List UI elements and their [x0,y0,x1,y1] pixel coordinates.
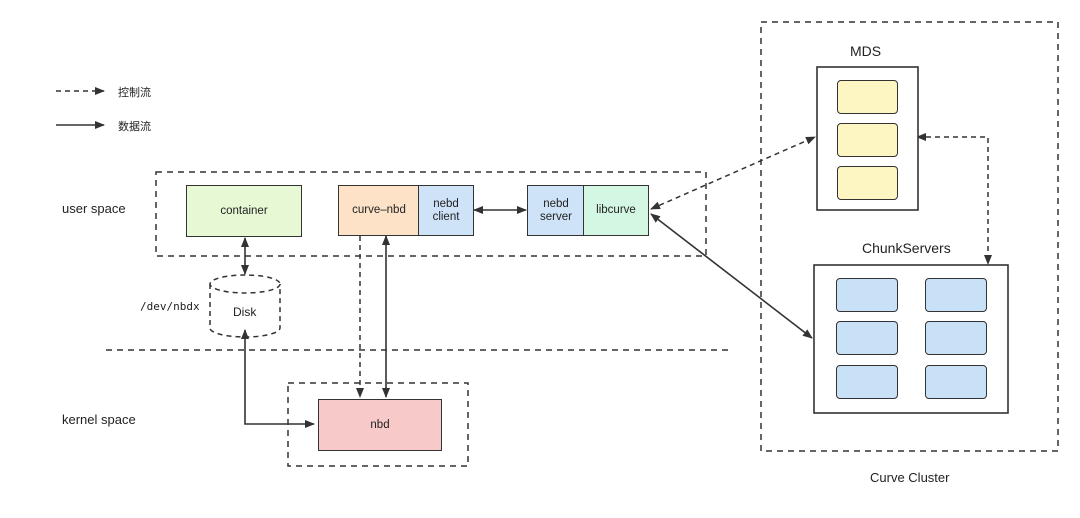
libcurve-mds-arrow [650,136,816,210]
curve-nbd-label: curve–nbd [352,204,406,216]
chunkservers-label: ChunkServers [862,240,951,256]
chunkserver-chip [836,278,898,312]
libcurve-box: libcurve [583,185,649,236]
nebd-server-box: nebd server [527,185,585,236]
user-space-label: user space [62,201,126,216]
mds-chip [837,123,898,157]
dev-nbdx-label: /dev/nbdx [140,300,200,313]
container-box: container [186,185,302,237]
mds-chip [837,80,898,114]
chunkserver-chip [836,321,898,355]
mds-label: MDS [850,43,882,59]
nbd-box: nbd [318,399,442,451]
nebd-server-label-2: server [540,210,572,223]
user-space-region [155,171,707,257]
mds-chip [837,166,898,200]
kernel-space-label: kernel space [62,412,136,427]
chunkserver-chip [925,365,987,399]
chunkserver-chip [925,321,987,355]
chunkserver-chip [925,278,987,312]
legend-control-flow-label: 控制流 [118,87,151,99]
chunkserver-chip [836,365,898,399]
disk-nbd-arrow [241,329,315,428]
legend-data-flow-label: 数据流 [118,121,151,133]
libcurve-label: libcurve [596,204,636,216]
nbd-label: nbd [370,418,390,431]
libcurve-chunkservers-arrow [650,213,813,339]
container-label: container [220,204,268,217]
mds-chunkservers-arrow [916,133,992,265]
disk-label: Disk [233,305,257,319]
nebd-client-label-2: client [432,210,460,223]
nebd-server-label-1: nebd [543,197,569,210]
nebd-client-label-1: nebd [433,197,459,210]
curve-nbd-box: curve–nbd [338,185,420,236]
curve-cluster-label: Curve Cluster [870,470,950,485]
nebd-client-box: nebd client [418,185,474,236]
